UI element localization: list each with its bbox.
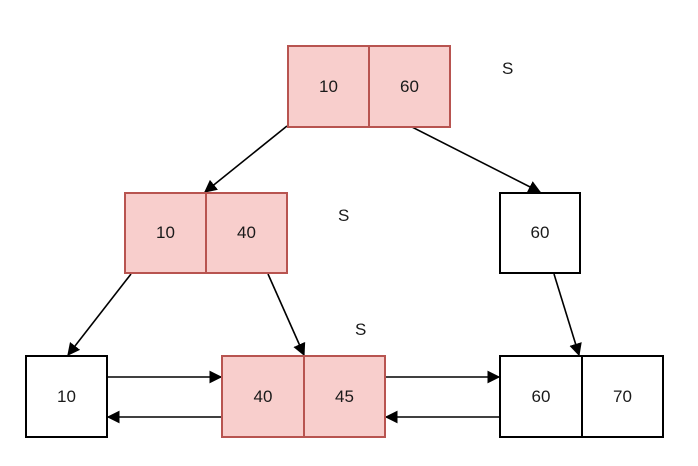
edge-mid_left-to-leaf_a — [67, 273, 132, 357]
leaf-a-key-1: 10 — [25, 355, 108, 438]
mid-left-key-1: 10 — [124, 192, 207, 274]
mid-left-marker: S — [338, 206, 350, 225]
edge-root-to-mid_right — [409, 125, 542, 193]
edge-mid_right-to-leaf_c — [553, 273, 582, 357]
leaf-b-key-2: 45 — [303, 355, 386, 438]
leaf-c-key-2: 70 — [581, 355, 664, 438]
leaf-b-key-1: 40 — [221, 355, 305, 438]
edge-mid_left-to-leaf_b — [267, 273, 306, 357]
mid-left-key-2: 40 — [205, 192, 288, 274]
mid-right-key-1: 60 — [499, 192, 581, 274]
root-key-1: 10 — [287, 45, 370, 128]
edge-root-to-mid_left — [204, 125, 288, 193]
root-key-2: 60 — [368, 45, 451, 128]
root-marker: S — [502, 59, 514, 78]
leaf-c-key-1: 60 — [499, 355, 583, 438]
leaf-b-marker: S — [355, 320, 367, 339]
